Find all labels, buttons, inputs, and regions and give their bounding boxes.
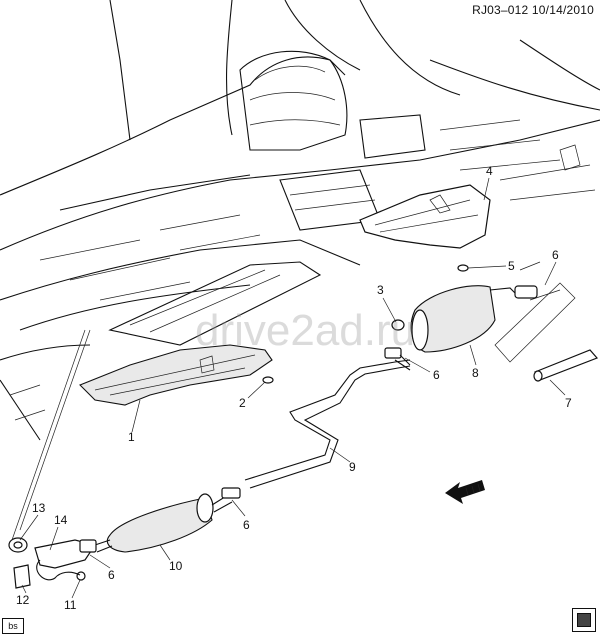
callout-14: 14 [54,513,68,527]
callout-4: 4 [486,164,493,178]
document-icon [572,608,596,632]
front-arrow-icon [445,480,485,504]
callout-1: 1 [128,430,135,444]
heat-shield-front [79,344,273,406]
front-muffler [94,487,241,553]
insulator-3 [391,319,405,331]
clamp-6c [79,539,97,553]
intermediate-pipe [244,359,411,481]
bs-badge: bs [2,618,24,634]
callout-5: 5 [508,259,515,273]
callout-leaders [19,177,566,599]
rear-muffler [410,285,538,353]
callout-13: 13 [32,501,46,515]
callout-6: 6 [108,568,115,582]
bracket-12 [13,564,31,589]
callout-10: 10 [169,559,183,573]
callout-11: 11 [64,598,77,612]
callout-6: 6 [552,248,559,262]
washer-2 [262,376,274,384]
callout-labels: 1 2 3 4 5 6 6 6 6 7 8 9 10 11 12 13 14 [16,164,572,612]
callout-8: 8 [472,366,479,380]
callout-7: 7 [565,396,572,410]
heat-shield-rear [359,184,491,249]
washer-5 [457,264,469,272]
callout-3: 3 [377,283,384,297]
clamp-6b [384,347,402,359]
callout-12: 12 [16,593,30,607]
tail-pipe-tip [534,349,599,381]
callout-9: 9 [349,460,356,474]
callout-6: 6 [433,368,440,382]
document-id: RJ03–012 10/14/2010 [472,3,594,17]
callout-6: 6 [243,518,250,532]
vehicle-underbody [0,0,600,441]
callout-2: 2 [239,396,246,410]
watermark: drive2ad.ru [195,306,415,355]
nut-11 [76,571,86,581]
